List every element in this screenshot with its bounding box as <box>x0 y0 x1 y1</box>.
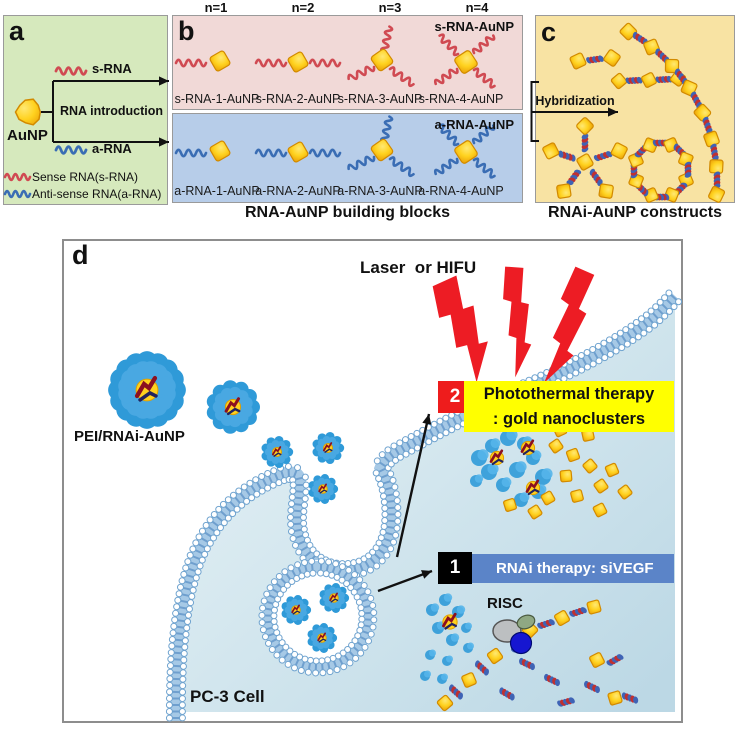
panel-c-caption: RNAi-AuNP constructs <box>548 204 722 221</box>
a-rna-1-aunp-label: a-RNA-1-AuNP <box>174 184 260 198</box>
a-rna-3-aunp-label: a-RNA-3-AuNP <box>337 184 423 198</box>
hybridization-label: Hybridization <box>535 94 615 108</box>
pei-rnai-aunp-label: PEI/RNAi-AuNP <box>74 428 185 445</box>
legend-sense-label: Sense RNA(s-RNA) <box>32 170 139 184</box>
panel-c-label: c <box>541 17 557 47</box>
panel-b-label: b <box>178 16 195 46</box>
s-rna-aunp-section-title: s-RNA-AuNP <box>434 19 514 34</box>
a-rna-2-aunp-label: a-RNA-2-AuNP <box>255 184 341 198</box>
s-rna-3-aunp-label: s-RNA-3-AuNP <box>337 92 423 106</box>
s-rna-2-aunp-label: s-RNA-2-AuNP <box>255 92 341 106</box>
column-header-n3: n=3 <box>378 0 402 15</box>
step-1-number-badge: 1 <box>438 552 472 584</box>
photothermal-line-1: Photothermal therapy <box>483 385 655 403</box>
a-rna-label: a-RNA <box>92 141 132 156</box>
a-rna-aunp-section-title: a-RNA-AuNP <box>434 117 514 132</box>
rna-introduction-label: RNA introduction <box>60 104 163 118</box>
rnai-therapy-callout: RNAi therapy: siVEGF <box>472 554 674 583</box>
column-header-n4: n=4 <box>465 0 489 15</box>
panel-c-background <box>535 15 735 203</box>
panel-a-label: a <box>9 16 25 46</box>
pc3-cell-label: PC-3 Cell <box>190 687 265 706</box>
column-header-n1: n=1 <box>204 0 228 15</box>
panel-d-label: d <box>72 240 89 270</box>
photothermal-line-2: : gold nanoclusters <box>492 410 646 428</box>
s-rna-1-aunp-label: s-RNA-1-AuNP <box>174 92 260 106</box>
risc-label: RISC <box>487 595 523 612</box>
legend-antisense-label: Anti-sense RNA(a-RNA) <box>32 187 162 201</box>
laser-or-hifu-label: Laser or HIFU <box>360 258 477 277</box>
s-rna-label: s-RNA <box>92 61 132 76</box>
column-header-n2: n=2 <box>291 0 315 15</box>
a-rna-4-aunp-label: a-RNA-4-AuNP <box>418 184 504 198</box>
panel-b-caption: RNA-AuNP building blocks <box>244 204 451 221</box>
aunp-label: AuNP <box>7 127 48 144</box>
panel-d-background <box>62 239 683 723</box>
s-rna-4-aunp-label: s-RNA-4-AuNP <box>418 92 504 106</box>
photothermal-therapy-callout: Photothermal therapy : gold nanoclusters <box>464 381 674 432</box>
